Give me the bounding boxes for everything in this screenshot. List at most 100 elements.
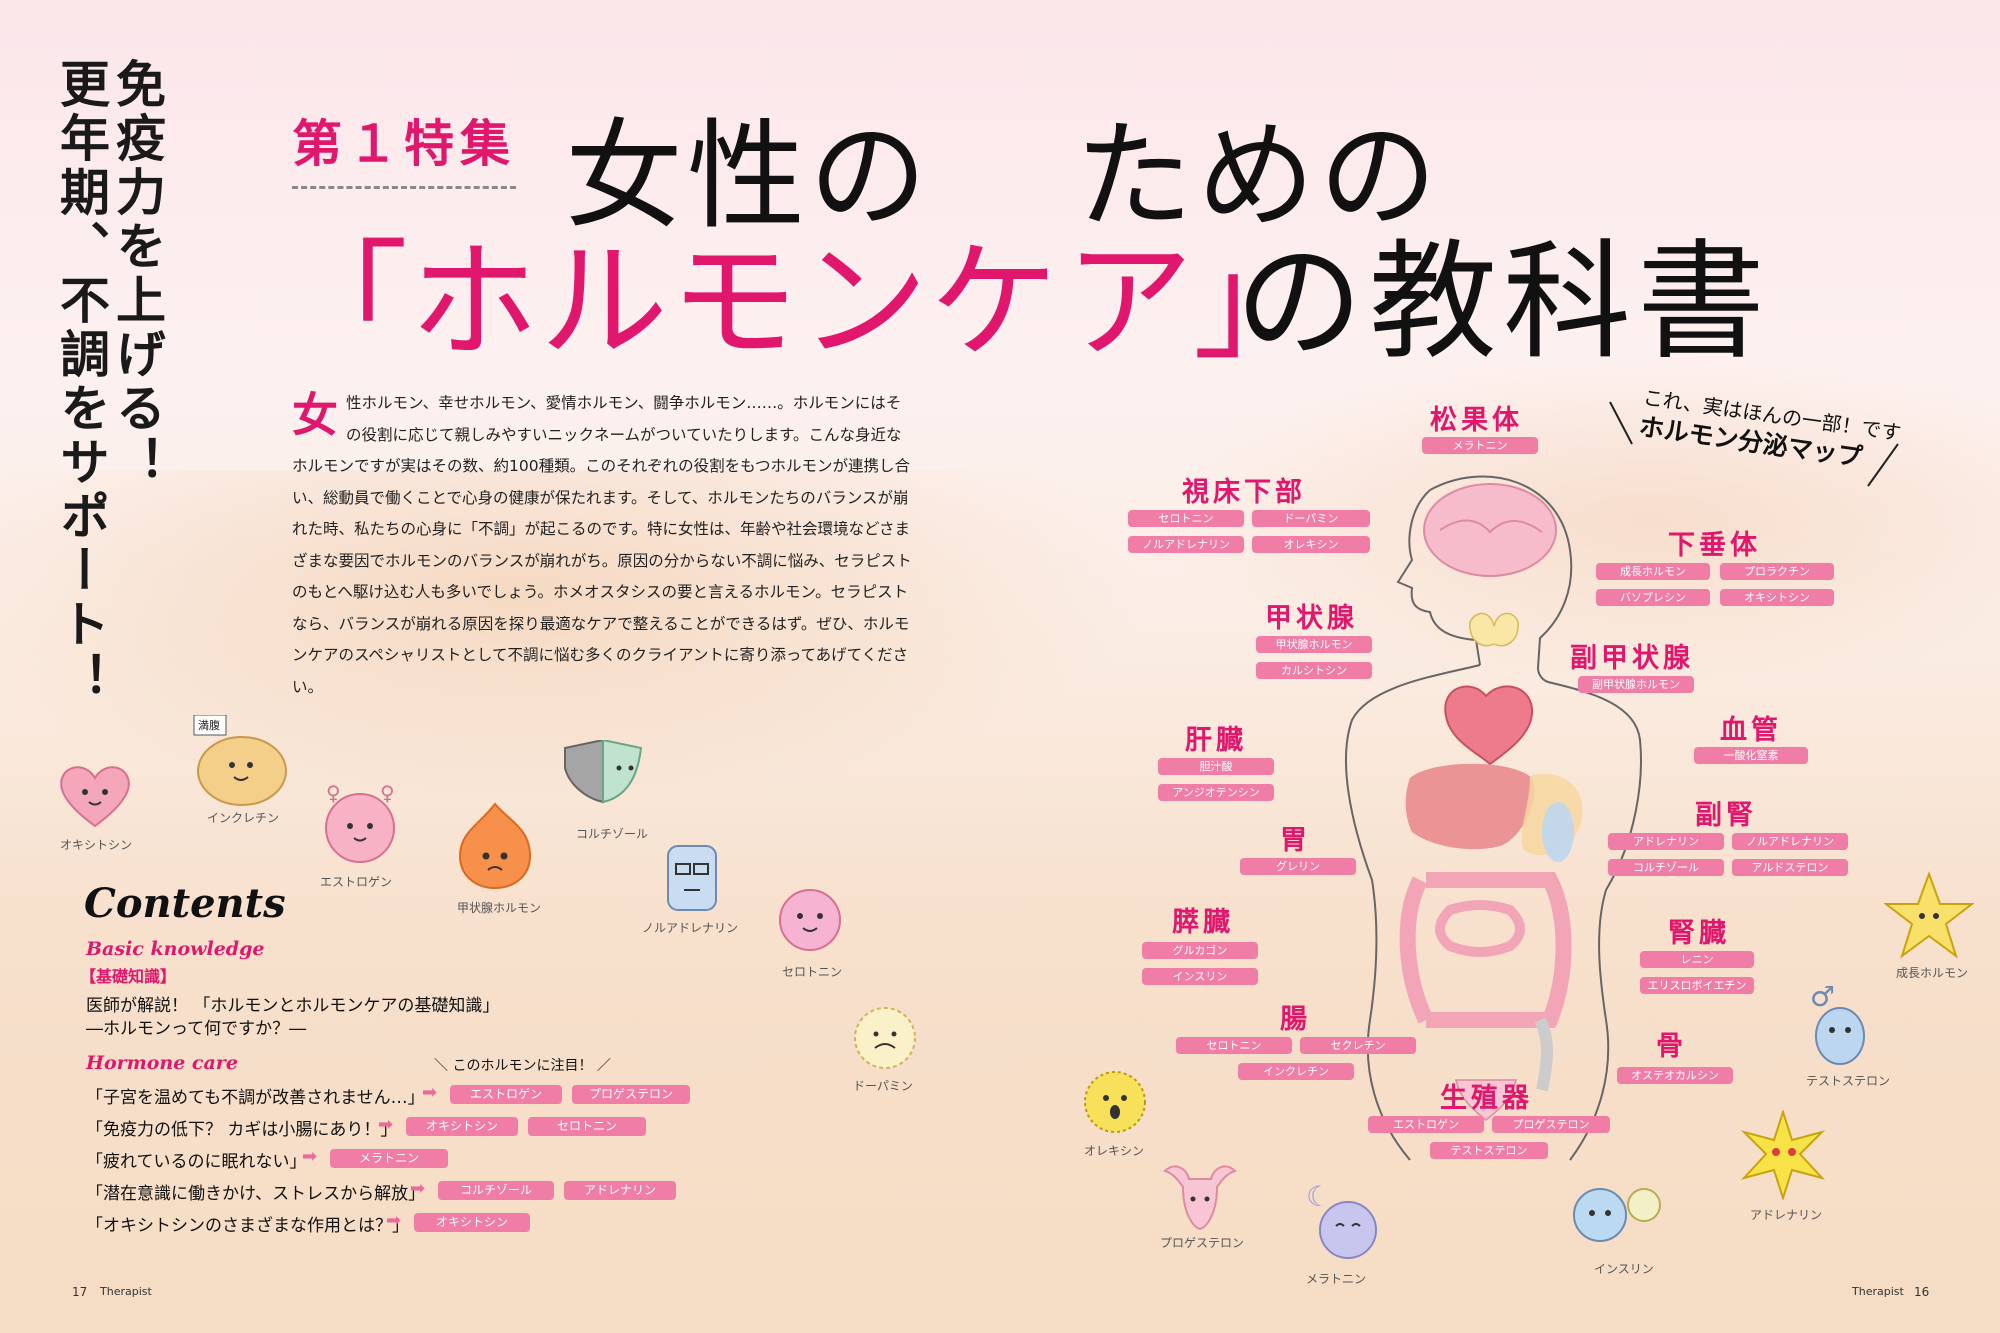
growth-star-character-icon	[1884, 871, 1974, 959]
label-orexin: オレキシン	[1084, 1144, 1145, 1158]
tag-thyroid-hormone: 甲状腺ホルモン	[1256, 636, 1372, 653]
organ-liver: 肝臓	[1185, 725, 1247, 756]
tag-hypo-dopamine: ドーパミン	[1252, 510, 1370, 527]
folio-page-right: 16	[1914, 1285, 1930, 1299]
vertical-headline-1: 免疫力を上げる！	[108, 58, 166, 490]
tag-pineal-melatonin: メラトニン	[1422, 437, 1538, 454]
tag-repro-progesterone: プロゲステロン	[1492, 1116, 1610, 1133]
feature-kicker: 第１特集	[292, 104, 516, 189]
incretin-flag-text: 満腹	[198, 719, 220, 732]
label-melatonin: メラトニン	[1306, 1272, 1367, 1286]
callout-slash-left	[1609, 401, 1633, 445]
lead-paragraph: 女 性ホルモン、幸せホルモン、愛情ホルモン、闘争ホルモン……。ホルモンにはその役…	[292, 388, 912, 703]
tag-intestine-secretin: セクレチン	[1300, 1037, 1416, 1054]
label-serotonin: セロトニン	[782, 965, 843, 979]
progesterone-character-icon	[1163, 1165, 1237, 1231]
tag-stomach-ghrelin: グレリン	[1240, 858, 1356, 875]
label-growth-hormone: 成長ホルモン	[1896, 966, 1969, 980]
blob-character-icon	[193, 715, 287, 806]
title-part-3: 「ホルモンケ	[280, 228, 1061, 377]
tag-adrenal-cortisol: コルチゾール	[1608, 859, 1724, 876]
basic-knowledge-jp: 【基礎知識】	[80, 967, 177, 986]
svg-text:♀: ♀	[380, 781, 395, 805]
title-part-1: 女性の	[565, 107, 932, 245]
organ-kidney: 腎臓	[1668, 918, 1730, 949]
tag-adrenal-adrenaline: アドレナリン	[1608, 833, 1724, 850]
tag-vessel-no: 一酸化窒素	[1694, 747, 1808, 764]
body-silhouette	[1344, 475, 1642, 1161]
tag-parathyroid-hormone: 副甲状腺ホルモン	[1578, 676, 1694, 693]
lead-text: 性ホルモン、幸せホルモン、愛情ホルモン、闘争ホルモン……。ホルモンにはその役割に…	[292, 394, 912, 696]
organ-pineal: 松果体	[1430, 405, 1523, 436]
label-noradrenaline: ノルアドレナリン	[642, 921, 739, 935]
label-incretin: インクレチン	[207, 811, 280, 825]
contents-title: Contents	[84, 880, 286, 927]
tag-melatonin: メラトニン	[330, 1149, 448, 1168]
tag-estrogen: エストロゲン	[450, 1085, 562, 1104]
label-progesterone: プロゲステロン	[1160, 1236, 1245, 1250]
noradrenaline-character-icon	[667, 845, 717, 911]
tag-progesterone: プロゲステロン	[572, 1085, 690, 1104]
flame-character-icon	[458, 802, 532, 890]
hormone-care-heading: Hormone care	[86, 1052, 238, 1074]
tag-adrenal-aldosterone: アルドステロン	[1732, 859, 1848, 876]
contents-item-2[interactable]: 「免疫力の低下？ カギは小腸にあり！」	[86, 1120, 398, 1140]
svg-text:♀: ♀	[326, 781, 341, 805]
folio-page-left: 17	[72, 1285, 88, 1299]
label-thyroid-hormone: 甲状腺ホルモン	[457, 901, 542, 915]
tag-adrenaline: アドレナリン	[564, 1181, 676, 1200]
organ-pituitary: 下垂体	[1668, 530, 1761, 561]
basic-line-2: ―ホルモンって何ですか？―	[86, 1019, 307, 1039]
tag-pit-oxytocin: オキシトシン	[1720, 589, 1834, 606]
orexin-character-icon	[1084, 1071, 1146, 1133]
organ-stomach: 胃	[1280, 825, 1311, 856]
insulin-character-icon	[1573, 1188, 1661, 1242]
label-insulin: インスリン	[1594, 1262, 1654, 1276]
arrow-icon: ➡	[422, 1082, 438, 1103]
tag-bone-osteocalcin: オステオカルシン	[1617, 1067, 1733, 1084]
organ-parathyroid: 副甲状腺	[1570, 643, 1694, 674]
heart-character-icon	[60, 766, 130, 828]
tag-liver-angiotensin: アンジオテンシン	[1158, 784, 1274, 801]
tag-cortisol: コルチゾール	[438, 1181, 554, 1200]
contents-item-3[interactable]: 「疲れているのに眠れない」	[86, 1152, 307, 1172]
arrow-icon: ➡	[386, 1210, 402, 1231]
organ-reproductive: 生殖器	[1440, 1083, 1533, 1114]
label-oxytocin: オキシトシン	[60, 838, 133, 852]
adrenaline-character-icon	[1740, 1110, 1826, 1200]
tag-oxytocin: オキシトシン	[406, 1117, 518, 1136]
tag-intestine-serotonin: セロトニン	[1176, 1037, 1292, 1054]
tag-kidney-epo: エリスロポイエチン	[1640, 977, 1754, 994]
label-dopamine: ドーパミン	[853, 1079, 913, 1093]
tag-oxytocin: オキシトシン	[414, 1213, 530, 1232]
tag-pancreas-glucagon: グルカゴン	[1142, 942, 1258, 959]
basic-line-1: 医師が解説！ 「ホルモンとホルモンケアの基礎知識」	[86, 996, 500, 1016]
testosterone-character-icon: ♂	[1810, 980, 1865, 1065]
label-cortisol: コルチゾール	[576, 827, 649, 841]
melatonin-character-icon: ☾	[1306, 1180, 1377, 1259]
tag-liver-bile: 胆汁酸	[1158, 758, 1274, 775]
tag-hypo-orexin: オレキシン	[1252, 536, 1370, 553]
label-adrenaline: アドレナリン	[1750, 1208, 1823, 1222]
basic-knowledge-heading: Basic knowledge	[86, 938, 265, 960]
organ-hypothalamus: 視床下部	[1182, 477, 1306, 508]
notice-text: ＼ このホルモンに注目！ ／	[434, 1058, 611, 1074]
contents-item-4[interactable]: 「潜在意識に働きかけ、ストレスから解放」	[86, 1184, 426, 1204]
label-estrogen: エストロゲン	[320, 875, 393, 889]
shield-character-icon	[564, 740, 643, 804]
folio-mag-left: Therapist	[100, 1285, 152, 1298]
tag-hypo-noradrenaline: ノルアドレナリン	[1128, 536, 1244, 553]
tag-kidney-renin: レニン	[1640, 951, 1754, 968]
tag-adrenal-noradrenaline: ノルアドレナリン	[1732, 833, 1848, 850]
estrogen-character-icon: ♀♀	[325, 781, 395, 863]
vertical-headline-2: 更年期、不調をサポート！	[52, 58, 110, 706]
tag-pit-growth: 成長ホルモン	[1596, 563, 1710, 580]
svg-text:♂: ♂	[1810, 980, 1835, 1013]
contents-item-1[interactable]: 「子宮を温めても不調が改善されません…」	[86, 1088, 425, 1108]
tag-thyroid-calcitonin: カルシトシン	[1256, 662, 1372, 679]
title-part-5: の教科書	[1235, 228, 1772, 377]
folio-mag-right: Therapist	[1852, 1285, 1904, 1298]
contents-item-5[interactable]: 「オキシトシンのさまざまな作用とは？」	[86, 1216, 409, 1236]
label-testosterone: テストステロン	[1806, 1074, 1891, 1088]
